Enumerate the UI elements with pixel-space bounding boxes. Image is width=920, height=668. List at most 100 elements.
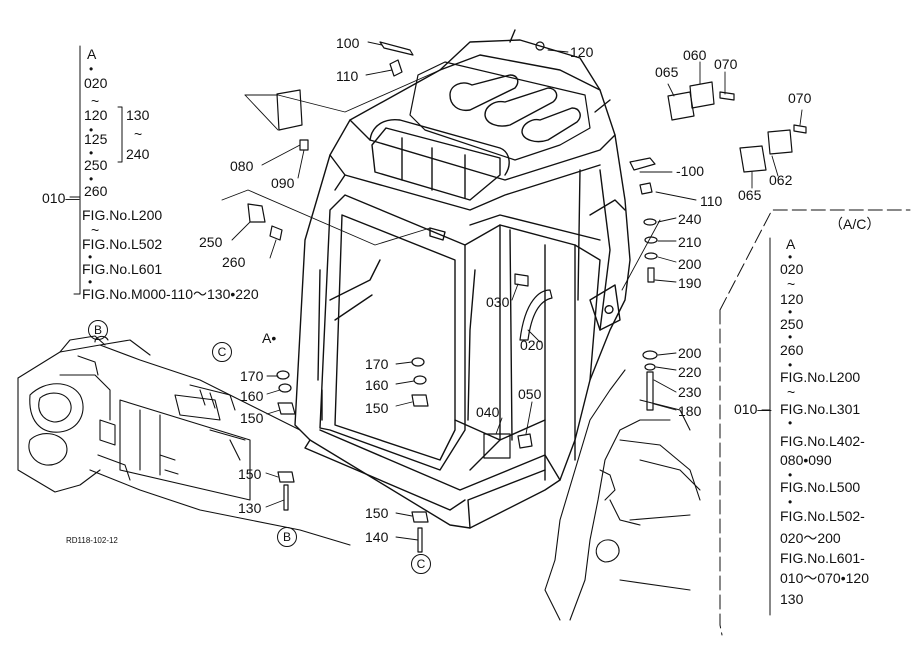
callout-220: 220 xyxy=(678,364,702,380)
callout-230: 230 xyxy=(678,384,702,400)
bolt-070-a xyxy=(719,91,735,101)
ac-note-fig-l502-items: 020～200 xyxy=(780,530,841,546)
ref-b-bottom-circle: B xyxy=(277,527,297,547)
callout-110-top: 110 xyxy=(336,68,359,84)
callout-050: 050 xyxy=(518,386,542,402)
callout-160-mid: 160 xyxy=(365,377,389,393)
ac-note-serial-a: A xyxy=(786,236,796,252)
callout-150-bottom: 150 xyxy=(238,466,262,482)
callout-150-mid: 150 xyxy=(365,400,389,416)
gasket-065-a xyxy=(667,91,695,121)
callout-065-a: 065 xyxy=(655,64,679,80)
ac-note-fig-l200: FIG.No.L200 xyxy=(780,369,861,385)
left-note-serial-020: 020 xyxy=(84,75,108,91)
callout-160-left: 160 xyxy=(240,388,264,404)
callout-100-top: 100 xyxy=(336,35,360,51)
bullet: • xyxy=(788,495,793,509)
tilde: ~ xyxy=(134,126,143,142)
callout-110-right: 110 xyxy=(700,193,723,209)
ac-note-fig-l500: FIG.No.L500 xyxy=(780,479,861,495)
left-note-serial-125: 125 xyxy=(84,131,108,147)
left-note-serial-120: 120 xyxy=(84,107,108,123)
callout-180: 180 xyxy=(678,403,702,419)
plate-080 xyxy=(276,89,303,131)
washer-240 xyxy=(643,218,657,226)
bracket-100-right xyxy=(629,157,656,171)
bolt-110-top xyxy=(389,59,403,77)
bolt-050 xyxy=(517,433,533,449)
callout-200-b: 200 xyxy=(678,345,702,361)
callout-140: 140 xyxy=(365,529,389,545)
callout-200-a: 200 xyxy=(678,256,702,272)
ac-note-fig-l301: FIG.No.L301 xyxy=(780,401,861,417)
callout-130: 130 xyxy=(238,500,262,516)
plate-150-c xyxy=(411,511,429,523)
washer-200-a xyxy=(644,252,658,260)
callout-062: 062 xyxy=(769,172,793,188)
ac-note-fig-130: 130 xyxy=(780,591,804,607)
callout-070-b: 070 xyxy=(788,90,812,106)
bolt-260 xyxy=(269,225,283,241)
bullet: • xyxy=(89,146,94,160)
bullet: • xyxy=(88,275,93,289)
plate-060 xyxy=(689,81,715,109)
callout-030: 030 xyxy=(486,294,510,310)
callout-190: 190 xyxy=(678,275,702,291)
callout-170-mid: 170 xyxy=(365,356,389,372)
callout-210: 210 xyxy=(678,234,702,250)
callout-250: 250 xyxy=(199,234,223,250)
bullet: • xyxy=(788,250,793,264)
callout-080: 080 xyxy=(230,158,254,174)
bolt-030 xyxy=(514,273,529,287)
bullet: • xyxy=(88,250,93,264)
bracket-250 xyxy=(247,203,266,223)
ref-b-top-circle: B xyxy=(88,320,108,340)
washer-160-m xyxy=(413,375,427,385)
callout-150-center: 150 xyxy=(365,505,389,521)
left-note-fig-l502: FIG.No.L502 xyxy=(82,236,163,252)
washer-200-b xyxy=(642,350,658,360)
left-note-fig-l601: FIG.No.L601 xyxy=(82,261,163,277)
ac-note-group-label: 010— xyxy=(734,401,772,417)
ac-note-fig-l601: FIG.No.L601- xyxy=(780,550,865,566)
ac-note-serial-020: 020 xyxy=(780,261,804,277)
plate-150-m xyxy=(411,394,429,407)
bullet: • xyxy=(788,330,793,344)
left-note-fig-l200: FIG.No.L200 xyxy=(82,207,163,223)
bolt-110-right xyxy=(639,182,653,195)
ac-note-fig-l402: FIG.No.L402- xyxy=(780,433,865,449)
ac-note-serial-250: 250 xyxy=(780,316,804,332)
hardware xyxy=(247,41,807,553)
tilde: ~ xyxy=(787,384,796,400)
callout-170-left: 170 xyxy=(240,368,264,384)
bullet: • xyxy=(89,172,94,186)
bolt-230-180 xyxy=(646,371,654,411)
handle-020 xyxy=(519,289,553,341)
bullet: • xyxy=(788,416,793,430)
left-note-range-240: 240 xyxy=(126,146,150,162)
tilde: ~ xyxy=(91,222,100,238)
callout-090: 090 xyxy=(271,175,295,191)
callout-120: 120 xyxy=(570,44,594,60)
ac-note-serial-120: 120 xyxy=(780,291,804,307)
ac-note-serial-260: 260 xyxy=(780,342,804,358)
ref-c-bottom-circle: C xyxy=(411,554,431,574)
cabin-frame xyxy=(294,29,631,529)
ref-a-mark: A• xyxy=(262,330,277,346)
tilde: ~ xyxy=(91,93,100,109)
gasket-065-b xyxy=(739,145,767,173)
callout-060: 060 xyxy=(683,47,707,63)
callout-260: 260 xyxy=(222,254,246,270)
nut-120 xyxy=(535,41,545,51)
note-brackets xyxy=(69,45,911,636)
tilde: ~ xyxy=(787,276,796,292)
rear-frame-drawing xyxy=(544,369,701,621)
plate-150-b xyxy=(277,471,295,483)
left-note-serial-a: A xyxy=(87,46,97,62)
pin-140 xyxy=(417,527,423,553)
left-note-group-label: 010— xyxy=(42,190,80,206)
bullet: • xyxy=(788,358,793,372)
bolt-070-b xyxy=(793,124,807,134)
left-note-fig-m000: FIG.No.M000-110～130•220 xyxy=(82,286,259,302)
